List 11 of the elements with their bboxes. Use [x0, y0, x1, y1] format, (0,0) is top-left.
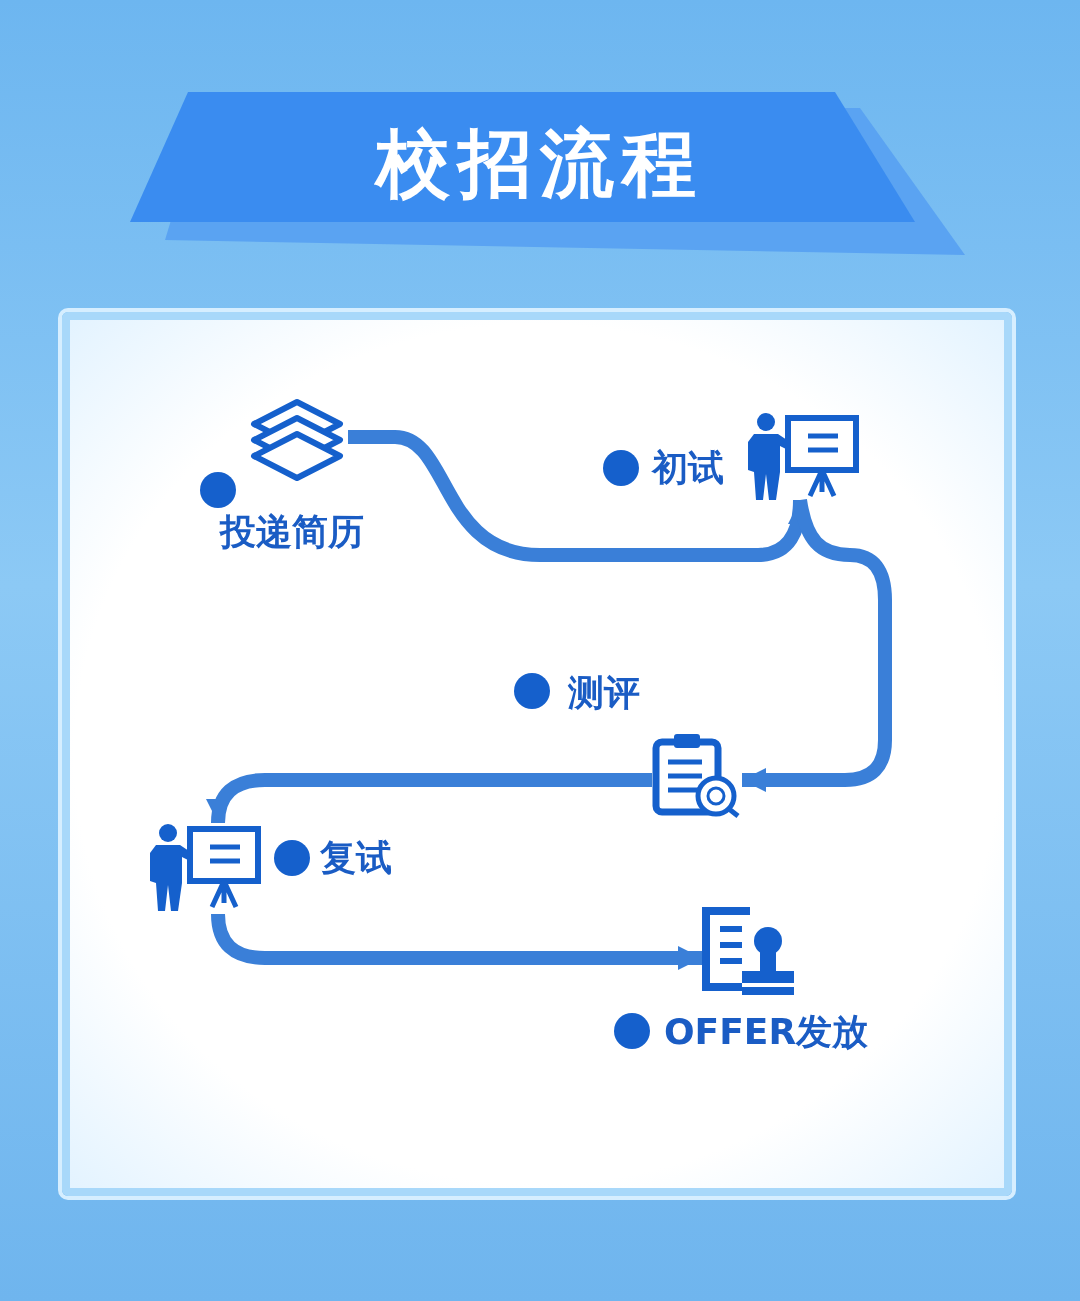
presenter-icon: [748, 412, 860, 500]
flow-path: [207, 773, 652, 824]
step-label: 测评: [568, 671, 640, 715]
step-label: 复试: [320, 836, 392, 880]
step-label: 初试: [652, 446, 724, 490]
stamp-document-icon: [702, 907, 796, 997]
step-label: OFFER发放: [664, 1010, 869, 1054]
step-label: 投递简历: [220, 510, 364, 554]
presenter-icon: [150, 823, 262, 912]
title: 校招流程: [373, 119, 705, 208]
flow-path: [742, 498, 892, 792]
